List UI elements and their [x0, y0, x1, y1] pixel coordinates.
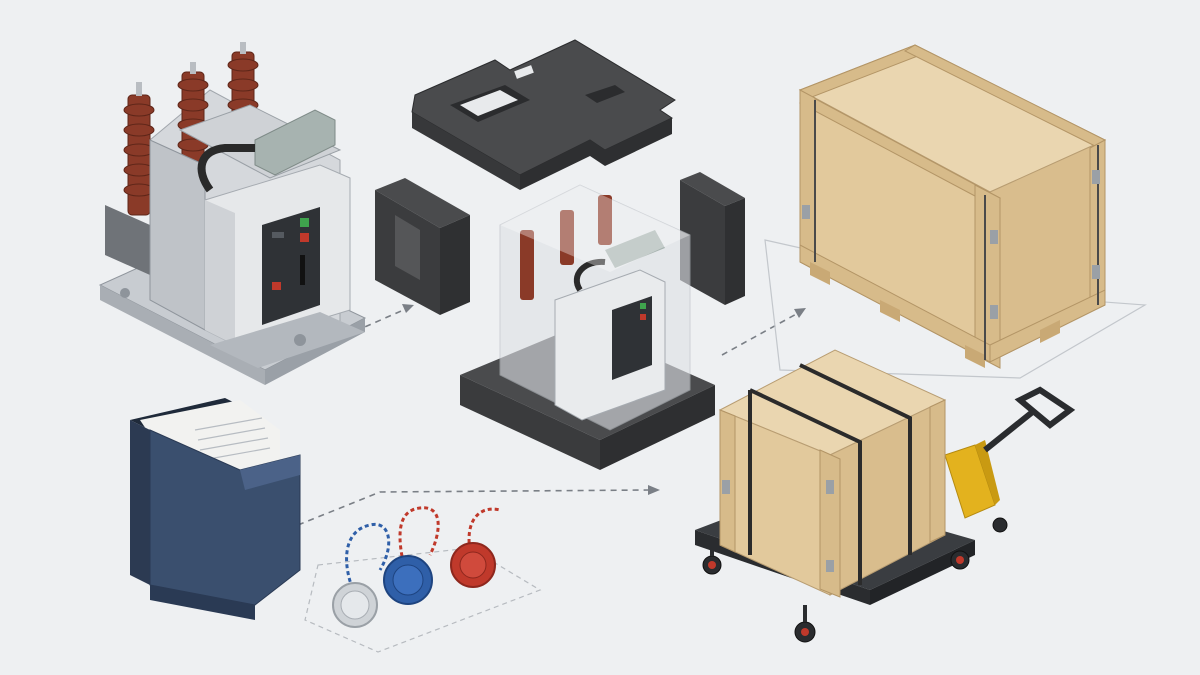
- folder-icon: [130, 398, 301, 620]
- seal-icon: [332, 506, 501, 628]
- arrow-foam-to-crate: [721, 311, 801, 356]
- foam-side-left: [375, 178, 470, 315]
- foam-icon: [411, 39, 676, 190]
- pallet-truck-icon: [695, 349, 1076, 643]
- crate-icon: [798, 44, 1107, 369]
- breaker-icon: [98, 42, 367, 385]
- arrow-docs-to-truck: [297, 489, 651, 526]
- wrapped-breaker: [499, 184, 691, 431]
- seals-floor-outline: [304, 547, 542, 653]
- arrow-heads: [402, 304, 806, 495]
- foam-side-right: [680, 172, 745, 305]
